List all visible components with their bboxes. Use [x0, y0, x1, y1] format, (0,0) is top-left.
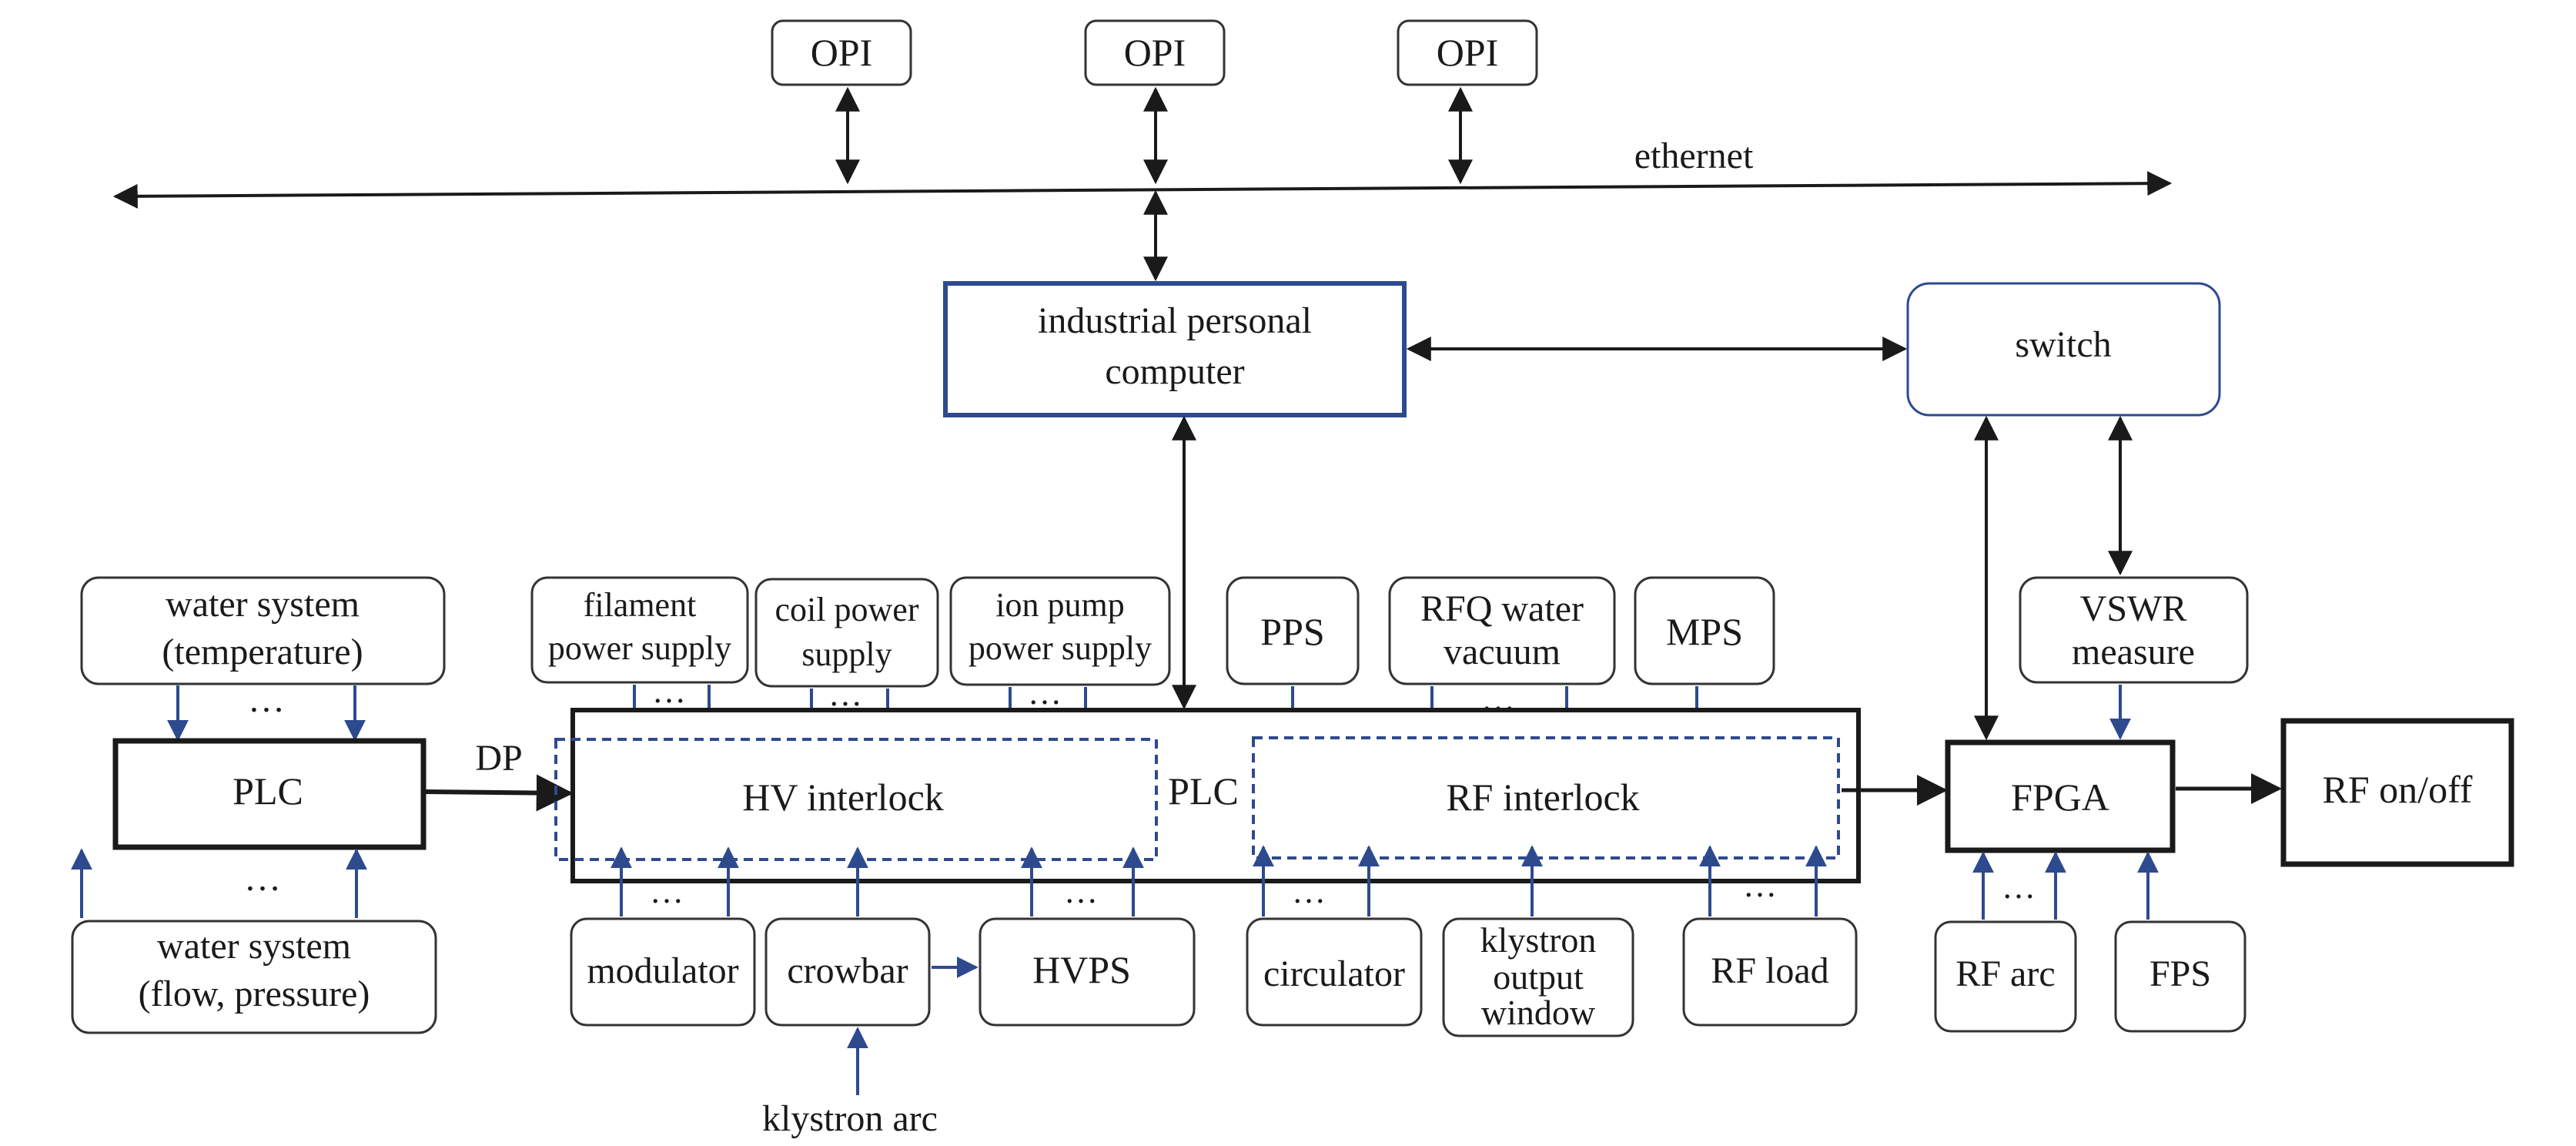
water-temp-label-line1: water system	[166, 584, 360, 625]
bottom-input-arrows	[611, 845, 2159, 920]
klystron-out-label-line3: window	[1481, 993, 1596, 1032]
water-flow-label-line2: (flow, pressure)	[139, 973, 370, 1014]
ellipsis-rf-load: …	[1743, 866, 1777, 904]
filament-power-supply-node: filament power supply	[530, 576, 749, 684]
rf-arc-node: RF arc	[1934, 920, 2077, 1033]
ionpump-label-line1: ion pump	[995, 586, 1124, 624]
vswr-label-line1: VSWR	[2080, 588, 2187, 629]
rf-onoff-node: RF on/off	[2280, 718, 2514, 867]
klystron-out-label-line1: klystron	[1480, 920, 1597, 960]
rf-interlock-node: RF interlock	[1252, 736, 1840, 860]
dp-label: DP	[475, 738, 522, 779]
fpga-node: FPGA	[1945, 739, 2176, 853]
hv-interlock-label: HV interlock	[742, 776, 944, 819]
water-flow-node: water system (flow, pressure)	[71, 920, 437, 1034]
rf-load-label: RF load	[1711, 950, 1828, 991]
fps-node: FPS	[2114, 920, 2246, 1033]
fpga-label: FPGA	[2011, 776, 2109, 819]
coil-label-line1: coil power	[775, 591, 919, 628]
vswr-label-line2: measure	[2072, 632, 2195, 672]
ellipsis-circulator: …	[1292, 873, 1326, 910]
ellipsis-water-flow: …	[244, 858, 281, 899]
ellipsis-coil: …	[828, 675, 862, 713]
fps-label: FPS	[2149, 953, 2211, 994]
switch-node: switch	[1906, 282, 2221, 417]
plc-left-node: PLC	[112, 738, 427, 850]
ellipsis-filament: …	[652, 672, 686, 710]
ionpump-label-line2: power supply	[969, 629, 1152, 667]
vswr-measure-node: VSWR measure	[2019, 576, 2249, 684]
modulator-node: modulator	[570, 917, 756, 1027]
plc-center-label: PLC	[1168, 769, 1239, 813]
mps-node: MPS	[1634, 576, 1775, 685]
industrial-pc-node: industrial personal computer	[943, 281, 1407, 417]
ipc-label-line1: industrial personal	[1038, 300, 1312, 341]
ethernet-bus	[112, 171, 2173, 209]
pps-node: PPS	[1226, 576, 1360, 685]
circulator-label: circulator	[1263, 953, 1405, 994]
klystron-arc-label: klystron arc	[762, 1098, 938, 1139]
ethernet-label: ethernet	[1634, 136, 1754, 176]
water-temperature-node: water system (temperature)	[80, 576, 446, 685]
switch-label: switch	[2015, 324, 2111, 365]
filament-label-line1: filament	[584, 586, 697, 624]
coil-label-line2: supply	[801, 635, 892, 673]
ellipsis-hvps: …	[1064, 873, 1098, 910]
rf-onoff-label: RF on/off	[2323, 768, 2473, 811]
mps-label: MPS	[1666, 610, 1743, 653]
water-flow-label-line1: water system	[157, 926, 351, 967]
ellipsis-rf-arc: …	[2002, 868, 2036, 906]
circulator-node: circulator	[1246, 917, 1423, 1027]
opi-label-3: OPI	[1437, 31, 1499, 74]
ion-pump-power-supply-node: ion pump power supply	[949, 576, 1171, 686]
water-temp-label-line2: (temperature)	[162, 632, 363, 672]
ipc-label-line2: computer	[1105, 351, 1244, 392]
opi-node-3: OPI	[1397, 19, 1538, 86]
rf-arc-label: RF arc	[1955, 953, 2055, 994]
ellipsis-ionpump: …	[1028, 674, 1062, 712]
opi-node-2: OPI	[1084, 19, 1226, 86]
klystron-out-label-line2: output	[1493, 957, 1584, 997]
rfq-label-line1: RFQ water	[1420, 588, 1584, 629]
crowbar-node: crowbar	[764, 917, 931, 1027]
rfq-label-line2: vacuum	[1444, 632, 1561, 672]
opi-label-2: OPI	[1124, 31, 1186, 74]
rf-load-node: RF load	[1682, 917, 1858, 1027]
pps-label: PPS	[1260, 610, 1324, 653]
opi-node-1: OPI	[771, 19, 912, 86]
filament-label-line2: power supply	[548, 629, 731, 667]
rfq-water-vacuum-node: RFQ water vacuum	[1388, 576, 1616, 685]
hvps-label: HVPS	[1032, 948, 1131, 991]
hvps-node: HVPS	[979, 917, 1196, 1027]
coil-power-supply-node: coil power supply	[754, 578, 939, 688]
plc-left-label: PLC	[233, 769, 303, 813]
modulator-label: modulator	[587, 950, 738, 991]
crowbar-label: crowbar	[787, 950, 908, 991]
ellipsis-water-temp: …	[248, 679, 285, 720]
ellipsis-modulator: …	[650, 873, 684, 910]
dp-link	[424, 774, 574, 812]
opi-label-1: OPI	[811, 31, 873, 74]
klystron-output-window-node: klystron output window	[1442, 917, 1634, 1037]
hv-interlock-node: HV interlock	[554, 738, 1158, 861]
rf-interlock-label: RF interlock	[1446, 776, 1639, 819]
